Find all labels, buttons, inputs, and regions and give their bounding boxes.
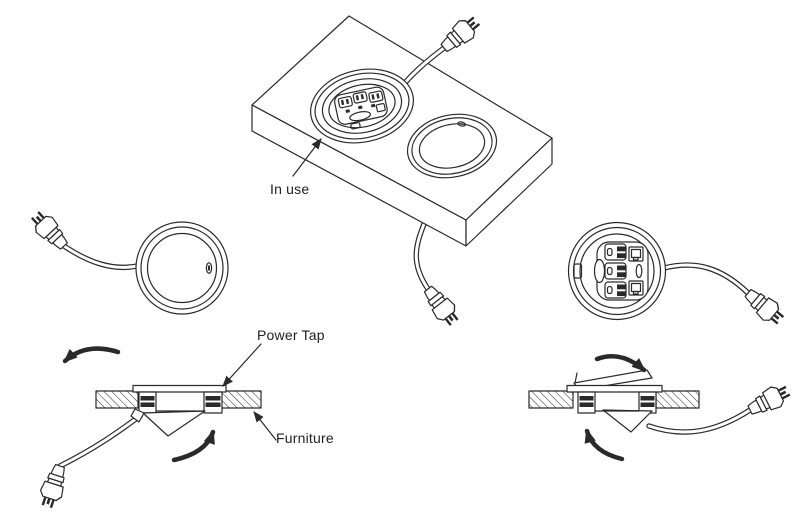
power-tap-label: Power Tap [257,327,325,343]
data-jacks [628,246,644,296]
furniture-leader-arrow [253,411,277,441]
grommet-open-figure [567,221,789,330]
grommet-closed-lid [135,221,229,315]
cross-section-left [35,343,277,511]
furniture-panel-right [655,390,700,409]
cross-section-right [528,354,794,462]
power-cord-section-right [646,407,753,435]
furniture-panel-left [95,390,139,409]
power-cord-left [61,243,140,271]
power-tap-flange [132,384,227,393]
power-plug-section-left [35,462,72,511]
in-use-label: In use [270,181,310,197]
power-tap-clamps [577,391,657,414]
power-tap-clamps [138,391,223,414]
grommet-closed-figure [26,206,229,315]
grommet-open-tabletop [309,68,415,144]
power-cord-tabletop-bottom [413,221,431,292]
grommet-open-outlets [567,221,667,321]
power-tap-flange [566,384,663,393]
tabletop-assembly [251,11,553,330]
rotate-arrow-top [594,354,647,373]
grommet-closed-tabletop [406,113,498,179]
furniture-label: Furniture [276,430,334,446]
tabletop-board [251,15,553,247]
in-use-leader-arrow [292,138,322,177]
cord-door-wedge [602,409,653,433]
power-cord-tabletop-top [401,45,447,87]
rotate-arrow-bottom [584,428,625,462]
cord-strain-relief [130,408,145,423]
cord-door-wedge [142,410,206,437]
power-plug-section-right [744,380,794,421]
furniture-panel-right [220,390,262,409]
power-cord-right [661,262,751,296]
rotate-arrow-top [62,346,121,364]
power-cord-section-left [57,413,143,469]
rotate-arrow-bottom [171,429,216,463]
furniture-panel-left [528,390,574,409]
power-tap-leader-arrow [222,343,262,387]
